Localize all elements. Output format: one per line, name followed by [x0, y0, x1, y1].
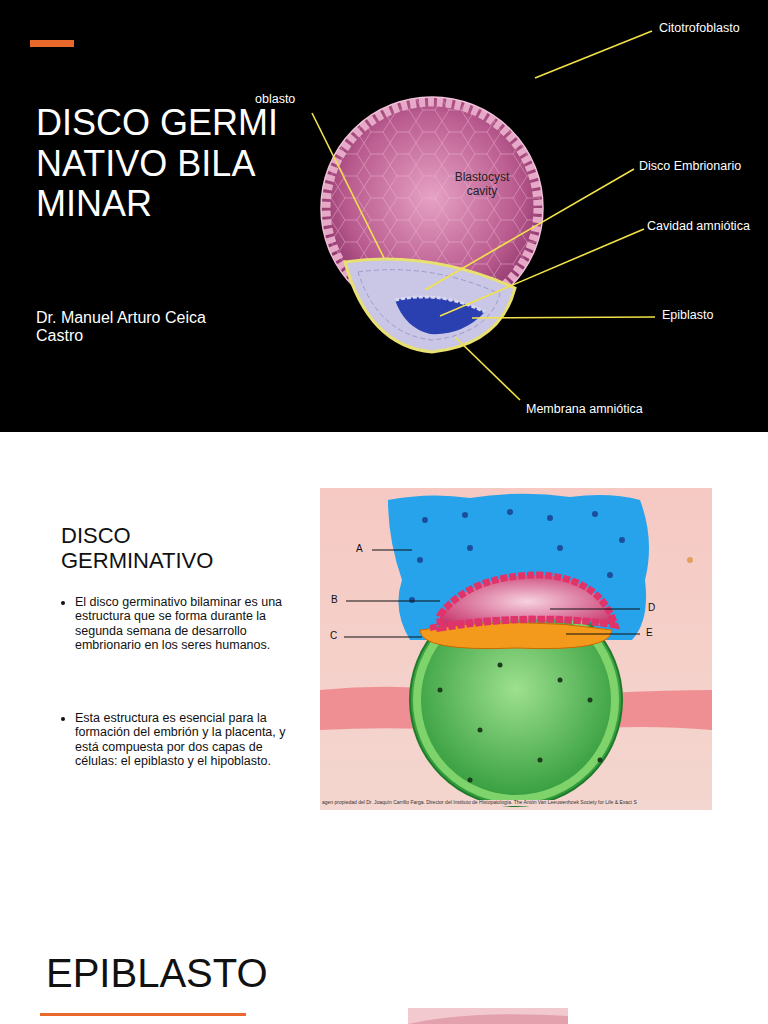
text-label: agen propiedad del Dr. Joaquín Carrillo …: [322, 800, 710, 806]
text-label: Epiblasto: [662, 308, 752, 322]
text-label: D: [648, 602, 662, 614]
partial-image: [408, 1014, 568, 1024]
text-label: El disco germinativo bilaminar es una es…: [75, 595, 289, 653]
text-label: EPIBLASTO: [46, 950, 346, 996]
text-label: oblasto: [255, 92, 315, 106]
slide-background: [0, 0, 768, 432]
accent-bar: [30, 40, 74, 47]
text-label: Esta estructura es esencial para la form…: [75, 711, 289, 769]
leader-lines: [312, 31, 655, 400]
text-label: B: [331, 594, 345, 606]
slide-title: DISCO GERMINATIVO BILAMINAR: [36, 103, 281, 225]
text-label: Membrana amniótica: [526, 402, 676, 416]
text-label: Dr. Manuel Arturo Ceica Castro: [36, 309, 251, 346]
text-label: DISCO GERMINATIVO: [61, 523, 271, 574]
implantation-illustration: [320, 488, 712, 810]
text-label: E: [646, 627, 660, 639]
text-label: Citotrofoblasto: [659, 21, 765, 35]
bullet-list: El disco germinativo bilaminar es una es…: [61, 595, 289, 653]
text-label: Disco Embrionario: [639, 159, 765, 173]
text-label: C: [330, 630, 344, 642]
callout-lines: [344, 550, 640, 637]
text-label: A: [356, 543, 370, 555]
partial-image: [408, 1008, 568, 1024]
bullet-list: Esta estructura es esencial para la form…: [61, 711, 289, 769]
text-label: Blastocyst cavity: [440, 171, 524, 199]
accent-underline: [40, 1013, 246, 1016]
blastocyst-illustration: [320, 96, 550, 352]
text-label: Cavidad amniótica: [647, 219, 765, 233]
